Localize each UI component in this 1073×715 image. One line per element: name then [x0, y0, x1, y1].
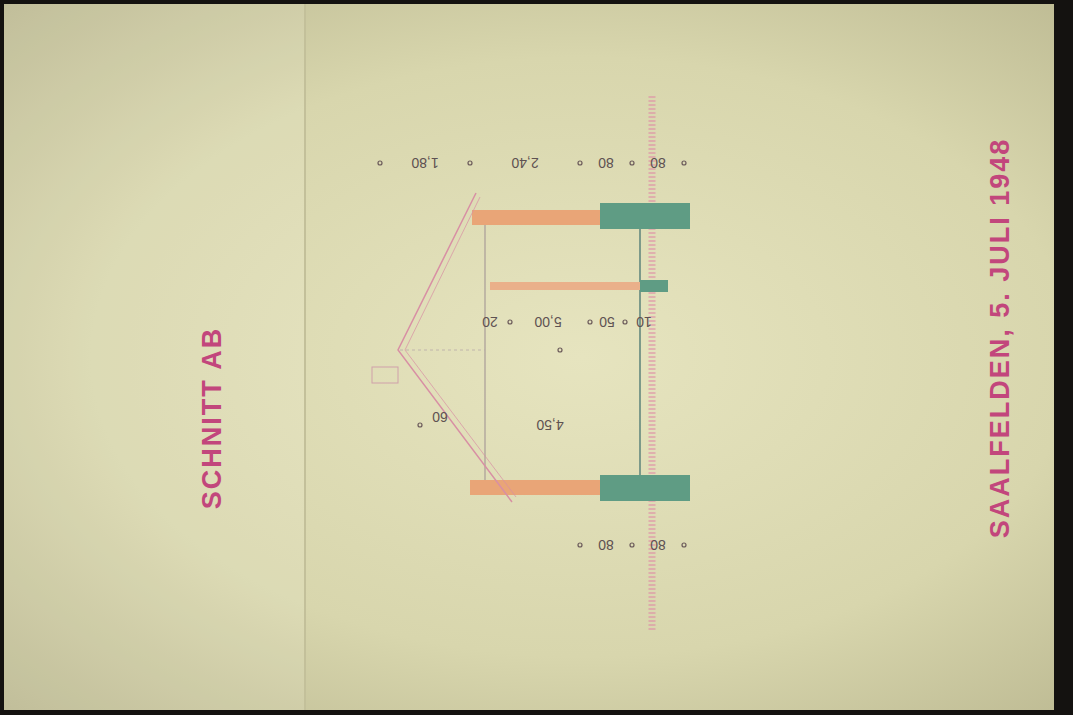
paper-crease — [304, 4, 306, 710]
roof-line — [405, 197, 516, 497]
axis-line — [400, 350, 485, 351]
paper — [4, 4, 1054, 710]
foundation — [600, 203, 690, 229]
dimension-label: 2,40 — [511, 155, 538, 171]
place-date: SAALFELDEN, 5. JULI 1948 — [985, 138, 1016, 539]
dimension-label: 4,50 — [536, 417, 563, 433]
dimension-label: 60 — [432, 409, 448, 425]
roof-line — [398, 193, 512, 502]
dimension-label: 10 — [636, 314, 652, 330]
section-title: SCHNITT AB — [197, 327, 228, 510]
floor-line — [639, 225, 641, 480]
foundation — [600, 475, 690, 501]
chimney — [372, 367, 398, 383]
ceiling-line — [484, 210, 485, 480]
dimension-label: 80 — [598, 155, 614, 171]
wall — [472, 210, 600, 225]
dimension-label: 50 — [599, 314, 615, 330]
inner-wall — [490, 282, 640, 290]
inner-foundation — [640, 280, 668, 292]
dimension-ticks — [378, 161, 686, 547]
dimension-label: 80 — [598, 537, 614, 553]
wall — [470, 480, 600, 495]
paper-fold-panel — [4, 4, 304, 710]
dimension-label: 20 — [482, 314, 498, 330]
dimension-label: 80 — [650, 537, 666, 553]
dimension-label: 1,80 — [411, 155, 438, 171]
dimension-label: 80 — [650, 155, 666, 171]
dimension-label: 5,00 — [534, 314, 561, 330]
